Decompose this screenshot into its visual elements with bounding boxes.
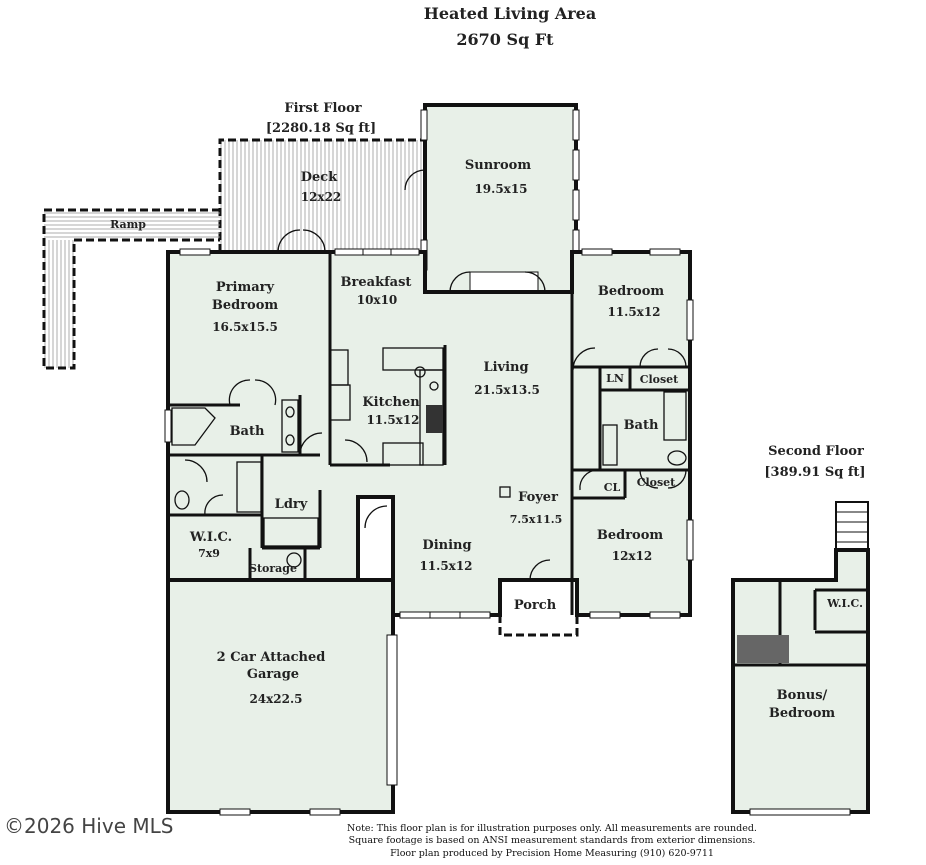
foyer-label: Foyer <box>518 490 558 505</box>
dining-dim: 11.5x12 <box>419 559 472 573</box>
garage-label-2: Garage <box>247 667 299 682</box>
primary-bedroom-dim: 16.5x15.5 <box>212 320 278 334</box>
second-floor <box>731 548 870 814</box>
dining-label: Dining <box>422 538 471 553</box>
garage <box>166 578 395 814</box>
primary-bath-label: Bath <box>230 424 265 439</box>
laundry-label: Ldry <box>275 497 308 512</box>
primary-bedroom-label: Primary <box>216 280 275 295</box>
first-floor-area: [2280.18 Sq ft] <box>266 121 376 136</box>
closet-top-label: Closet <box>640 373 679 386</box>
kitchen-dim: 11.5x12 <box>366 413 419 427</box>
living-label: Living <box>483 360 528 375</box>
main-house <box>166 250 692 617</box>
closet-bottom-label: Closet <box>637 476 676 489</box>
second-floor-label: Second Floor <box>768 444 864 459</box>
second-floor-area: [389.91 Sq ft] <box>764 465 865 480</box>
first-floor-label: First Floor <box>284 101 361 116</box>
garage-label: 2 Car Attached <box>217 650 326 665</box>
sunroom <box>423 103 578 294</box>
footer-note-2: Square footage is based on ANSI measurem… <box>349 835 756 846</box>
ramp-label: Ramp <box>110 218 146 231</box>
bedroom-top-dim: 11.5x12 <box>607 305 660 319</box>
breakfast-dim: 10x10 <box>357 293 398 307</box>
footer-note-1: Note: This floor plan is for illustratio… <box>347 823 757 834</box>
ramp <box>42 208 220 370</box>
living-dim: 21.5x13.5 <box>474 383 540 397</box>
hall-bath-label: Bath <box>624 418 659 433</box>
foyer-dim: 7.5x11.5 <box>510 513 563 526</box>
primary-bedroom-label-2: Bedroom <box>212 298 279 313</box>
bonus-label-2: Bedroom <box>769 706 836 721</box>
porch-label: Porch <box>514 598 557 613</box>
wic-label: W.I.C. <box>189 530 232 545</box>
room-labels: Deck 12x22 Ramp Sunroom 19.5x15 Primary … <box>110 158 863 721</box>
bonus-label: Bonus/ <box>777 688 828 703</box>
deck-label: Deck <box>301 170 338 185</box>
porch-outline <box>498 615 579 637</box>
wic-dim: 7x9 <box>198 547 220 560</box>
sunroom-label: Sunroom <box>465 158 531 173</box>
fireplace-icon <box>469 271 539 293</box>
footer-note-3: Floor plan produced by Precision Home Me… <box>390 848 714 859</box>
garage-door <box>386 634 398 786</box>
ln-label: LN <box>606 372 624 385</box>
garage-dim: 24x22.5 <box>249 692 302 706</box>
storage-label: Storage <box>249 562 297 575</box>
shower-tile <box>737 635 789 663</box>
sunroom-dim: 19.5x15 <box>474 182 527 196</box>
second-wic-label: W.I.C. <box>826 597 863 610</box>
heated-area-total: 2670 Sq Ft <box>456 30 554 49</box>
bedroom-bottom-dim: 12x12 <box>612 549 653 563</box>
deck-dim: 12x22 <box>301 190 342 204</box>
heated-area-title: Heated Living Area <box>424 4 596 23</box>
stove-icon <box>426 405 443 433</box>
cl-label: CL <box>604 481 621 494</box>
bedroom-bottom-label: Bedroom <box>597 528 664 543</box>
kitchen-label: Kitchen <box>362 395 420 410</box>
breakfast-label: Breakfast <box>341 275 412 290</box>
watermark: ©2026 Hive MLS <box>4 814 173 838</box>
bedroom-top-label: Bedroom <box>598 284 665 299</box>
